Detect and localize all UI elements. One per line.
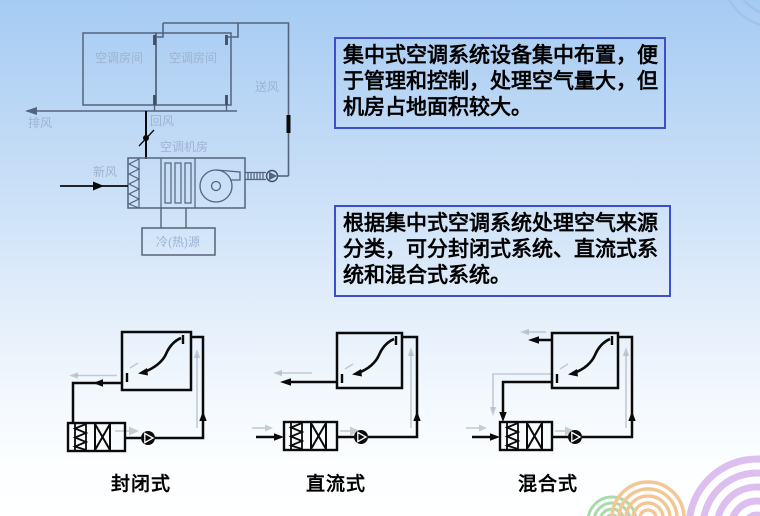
exhaust-arrow-icon — [528, 336, 539, 344]
ahu-box — [66, 421, 127, 453]
room-box — [335, 331, 404, 390]
ghost-flow — [75, 355, 198, 432]
fresh-air-arrow-icon — [93, 181, 104, 191]
once-through-system-diagram — [252, 331, 421, 452]
mixed-system-diagram — [466, 328, 636, 452]
mixed-system-label: 混合式 — [517, 474, 578, 495]
filter-icon — [72, 423, 89, 451]
orange-circles-icon — [610, 480, 686, 516]
up-arrow-icon — [413, 411, 421, 421]
room2-label: 空调房间 — [169, 50, 217, 65]
fresh-air-label: 新风 — [93, 164, 117, 179]
fan-icon — [354, 430, 368, 444]
air-handling-unit — [127, 157, 246, 209]
fan-icon — [141, 431, 155, 445]
return-label: 回风 — [150, 114, 174, 128]
ghost-flow — [466, 331, 627, 432]
info-box-classification: 根据集中式空调系统处理空气来源分类，可分封闭式系统、直流式系统和混合式系统。 — [334, 205, 671, 297]
ghost-flow — [252, 353, 412, 432]
return-duct — [138, 111, 155, 159]
ahu-box — [498, 420, 554, 452]
return-arrow-icon — [93, 379, 103, 387]
fan-outlet — [245, 115, 291, 183]
filter-icon — [288, 422, 305, 450]
return-down-arrow-icon — [499, 412, 507, 422]
closed-system-label: 封闭式 — [110, 474, 171, 495]
conditioned-rooms — [82, 32, 232, 106]
supply-label: 送风 — [255, 79, 279, 94]
exhaust-duct — [25, 105, 237, 115]
exhaust-arrow-icon — [25, 107, 37, 115]
exhaust-arrow-icon — [280, 378, 291, 386]
intake-arrow-icon — [490, 433, 500, 441]
diffuser-ticks — [153, 35, 228, 105]
room-airflow — [555, 336, 614, 383]
corner-arc-icon — [728, 0, 760, 27]
info-box-centralized: 集中式空调系统设备集中布置，便于管理和控制，处理空气量大，但机房占地面积较大。 — [334, 37, 666, 129]
room1-label: 空调房间 — [95, 50, 143, 65]
ghost-arrowheads — [265, 347, 415, 436]
duct-loop — [71, 335, 205, 440]
up-arrow-icon — [628, 411, 636, 421]
closed-system-diagram — [66, 330, 207, 453]
coil-icon — [164, 162, 192, 204]
exhaust-label: 排风 — [28, 116, 52, 130]
info-box-2-text: 根据集中式空调系统处理空气来源分类，可分封闭式系统、直流式系统和混合式系统。 — [343, 212, 658, 287]
filter-icon — [504, 422, 521, 450]
once-through-system-label: 直流式 — [305, 474, 366, 495]
purple-circles-icon — [686, 455, 760, 516]
main-system-diagram: 空调房间 空调房间 送风 排风 回风 空调机房 新风 冷(热)源 — [25, 22, 291, 256]
fan-icon — [568, 430, 582, 444]
room-box — [550, 331, 620, 390]
ghost-arrowheads — [69, 349, 201, 436]
filter-icon — [127, 158, 141, 209]
duct-lines — [256, 335, 419, 439]
fresh-air-duct — [60, 181, 128, 191]
info-box-1-text: 集中式空调系统设备集中布置，便于管理和控制，处理空气量大，但机房占地面积较大。 — [343, 44, 658, 119]
intake-arrow-icon — [274, 433, 284, 441]
source-unit — [141, 208, 216, 256]
ghost-arrowheads — [479, 328, 630, 436]
ahu-box — [282, 420, 339, 452]
room-airflow — [125, 335, 185, 382]
room-box — [120, 330, 193, 392]
source-label: 冷(热)源 — [156, 235, 200, 249]
machine-room-label: 空调机房 — [160, 139, 208, 154]
up-arrow-icon — [199, 411, 207, 421]
room-airflow — [340, 336, 398, 383]
fan-scroll-icon — [199, 169, 241, 203]
